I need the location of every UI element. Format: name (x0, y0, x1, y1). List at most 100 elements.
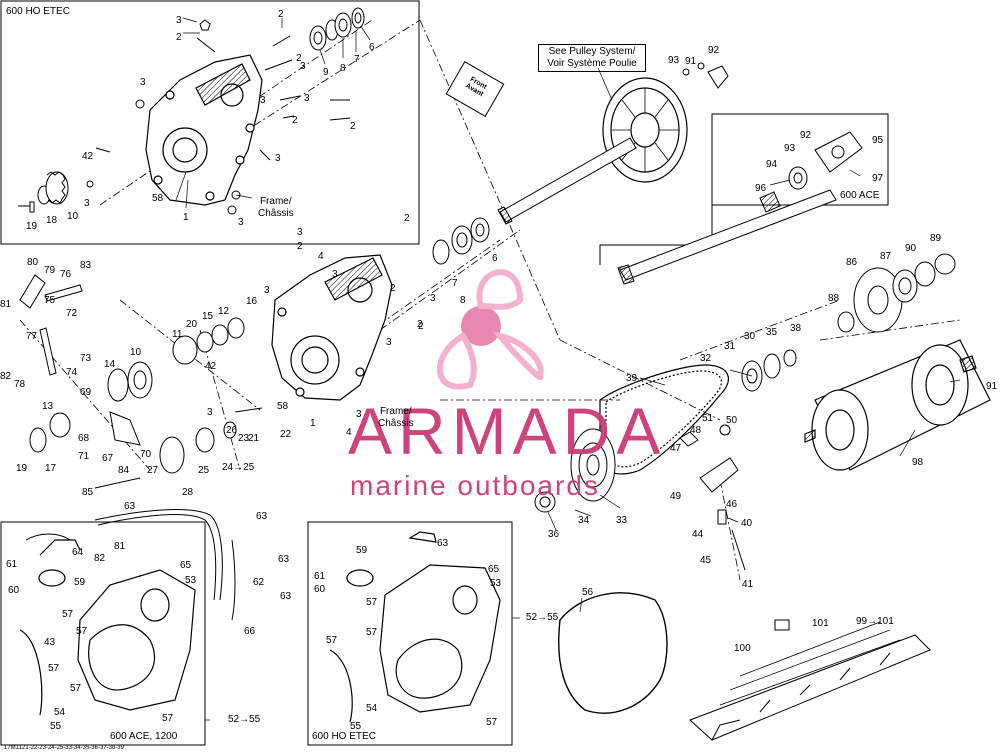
callout-4: 4 (346, 427, 352, 438)
callout-2: 2 (278, 9, 284, 20)
callout-92: 92 (708, 45, 720, 56)
callout-63: 63 (437, 538, 449, 549)
callout-45: 45 (700, 555, 712, 566)
callout-27: 27 (147, 465, 159, 476)
range-label: 24→25 (222, 462, 255, 473)
chaincase-housing-top (145, 54, 263, 206)
callout-86: 86 (846, 257, 858, 268)
callout-67: 67 (102, 453, 114, 464)
callout-19: 19 (16, 463, 28, 474)
cover-bottom-mid (329, 531, 501, 723)
callout-60: 60 (8, 585, 20, 596)
callout-81: 81 (114, 541, 126, 552)
gasket (558, 592, 668, 714)
callout-47: 47 (670, 443, 682, 454)
jackshaft-top (497, 137, 637, 225)
callout-76: 76 (60, 269, 72, 280)
section-label-bottom-mid: 600 HO ETEC (312, 731, 376, 742)
callout-2: 2 (297, 241, 303, 252)
range-label: 99→101 (856, 616, 894, 627)
callout-90: 90 (905, 243, 917, 254)
tensioner (679, 424, 746, 571)
callout-73: 73 (80, 353, 92, 364)
callout-92: 92 (800, 130, 812, 141)
callout-7: 7 (354, 54, 360, 65)
bottom-left-box (0, 521, 206, 746)
callout-77: 77 (26, 331, 38, 342)
top-left-box (0, 0, 420, 245)
callout-14: 14 (104, 359, 116, 370)
callout-6: 6 (369, 42, 375, 53)
callout-3: 3 (207, 407, 213, 418)
callout-55: 55 (50, 721, 62, 732)
callout-69: 69 (80, 387, 92, 398)
drive-chain (598, 364, 730, 475)
callout-58: 58 (152, 193, 164, 204)
callout-53: 53 (185, 575, 197, 586)
bearing-stack-mid (432, 217, 490, 265)
callout-10: 10 (130, 347, 142, 358)
callout-9: 9 (323, 67, 329, 78)
callout-4: 4 (318, 251, 324, 262)
callout-50: 50 (726, 415, 738, 426)
callout-94: 94 (766, 159, 778, 170)
callout-26: 26 (226, 425, 238, 436)
callout-70: 70 (140, 449, 152, 460)
callout-42: 42 (205, 361, 217, 372)
callout-63: 63 (256, 511, 268, 522)
callout-59: 59 (74, 577, 86, 588)
callout-48: 48 (690, 425, 702, 436)
drive-pulley (602, 77, 688, 183)
callout-3: 3 (300, 61, 306, 72)
drawing-reference: 17M1121-22-23-24-25-33-34-35-36-37-38-39 (4, 745, 124, 751)
callout-1: 1 (310, 418, 316, 429)
callout-98: 98 (912, 457, 924, 468)
callout-51: 51 (702, 413, 714, 424)
callout-88: 88 (828, 293, 840, 304)
section-label-bottom-left: 600 ACE, 1200 (110, 731, 178, 742)
callout-23: 23 (238, 433, 250, 444)
callout-2: 2 (390, 283, 396, 294)
frame-note-top: Frame/ Châssis (258, 196, 294, 219)
callout-2: 2 (404, 213, 410, 224)
callout-57: 57 (366, 597, 378, 608)
callout-43: 43 (44, 637, 56, 648)
callout-10: 10 (67, 211, 79, 222)
callout-40: 40 (741, 518, 753, 529)
callout-63: 63 (278, 554, 290, 565)
ace-shaft (617, 62, 863, 285)
callout-33: 33 (616, 515, 628, 526)
range-label: 52→55 (526, 612, 559, 623)
callout-16: 16 (246, 296, 258, 307)
callout-3: 3 (260, 95, 266, 106)
callout-57: 57 (486, 717, 498, 728)
callout-65: 65 (180, 560, 192, 571)
callout-17: 17 (45, 463, 57, 474)
callout-11: 11 (172, 329, 183, 340)
section-label-ace: 600 ACE (840, 190, 880, 201)
callout-61: 61 (6, 559, 18, 570)
watermark-brand: ARMADA (348, 394, 667, 468)
callout-3: 3 (356, 409, 362, 420)
callout-64: 64 (72, 547, 84, 558)
callout-101: 101 (812, 618, 829, 629)
callout-71: 71 (78, 451, 90, 462)
watermark-tagline: marine outboards (350, 470, 600, 501)
callout-46: 46 (726, 499, 738, 510)
drive-axle (804, 339, 991, 471)
callout-34: 34 (578, 515, 590, 526)
callout-2: 2 (176, 32, 182, 43)
callout-57: 57 (70, 683, 82, 694)
callout-3: 3 (275, 153, 281, 164)
oil-hoses (25, 509, 236, 621)
callout-87: 87 (880, 251, 892, 262)
callout-3: 3 (332, 269, 338, 280)
callout-15: 15 (202, 311, 214, 322)
callout-66: 66 (244, 626, 256, 637)
bearings-near-chain (741, 349, 797, 392)
callout-57: 57 (62, 609, 74, 620)
callout-84: 84 (118, 465, 130, 476)
callout-62: 62 (253, 577, 265, 588)
